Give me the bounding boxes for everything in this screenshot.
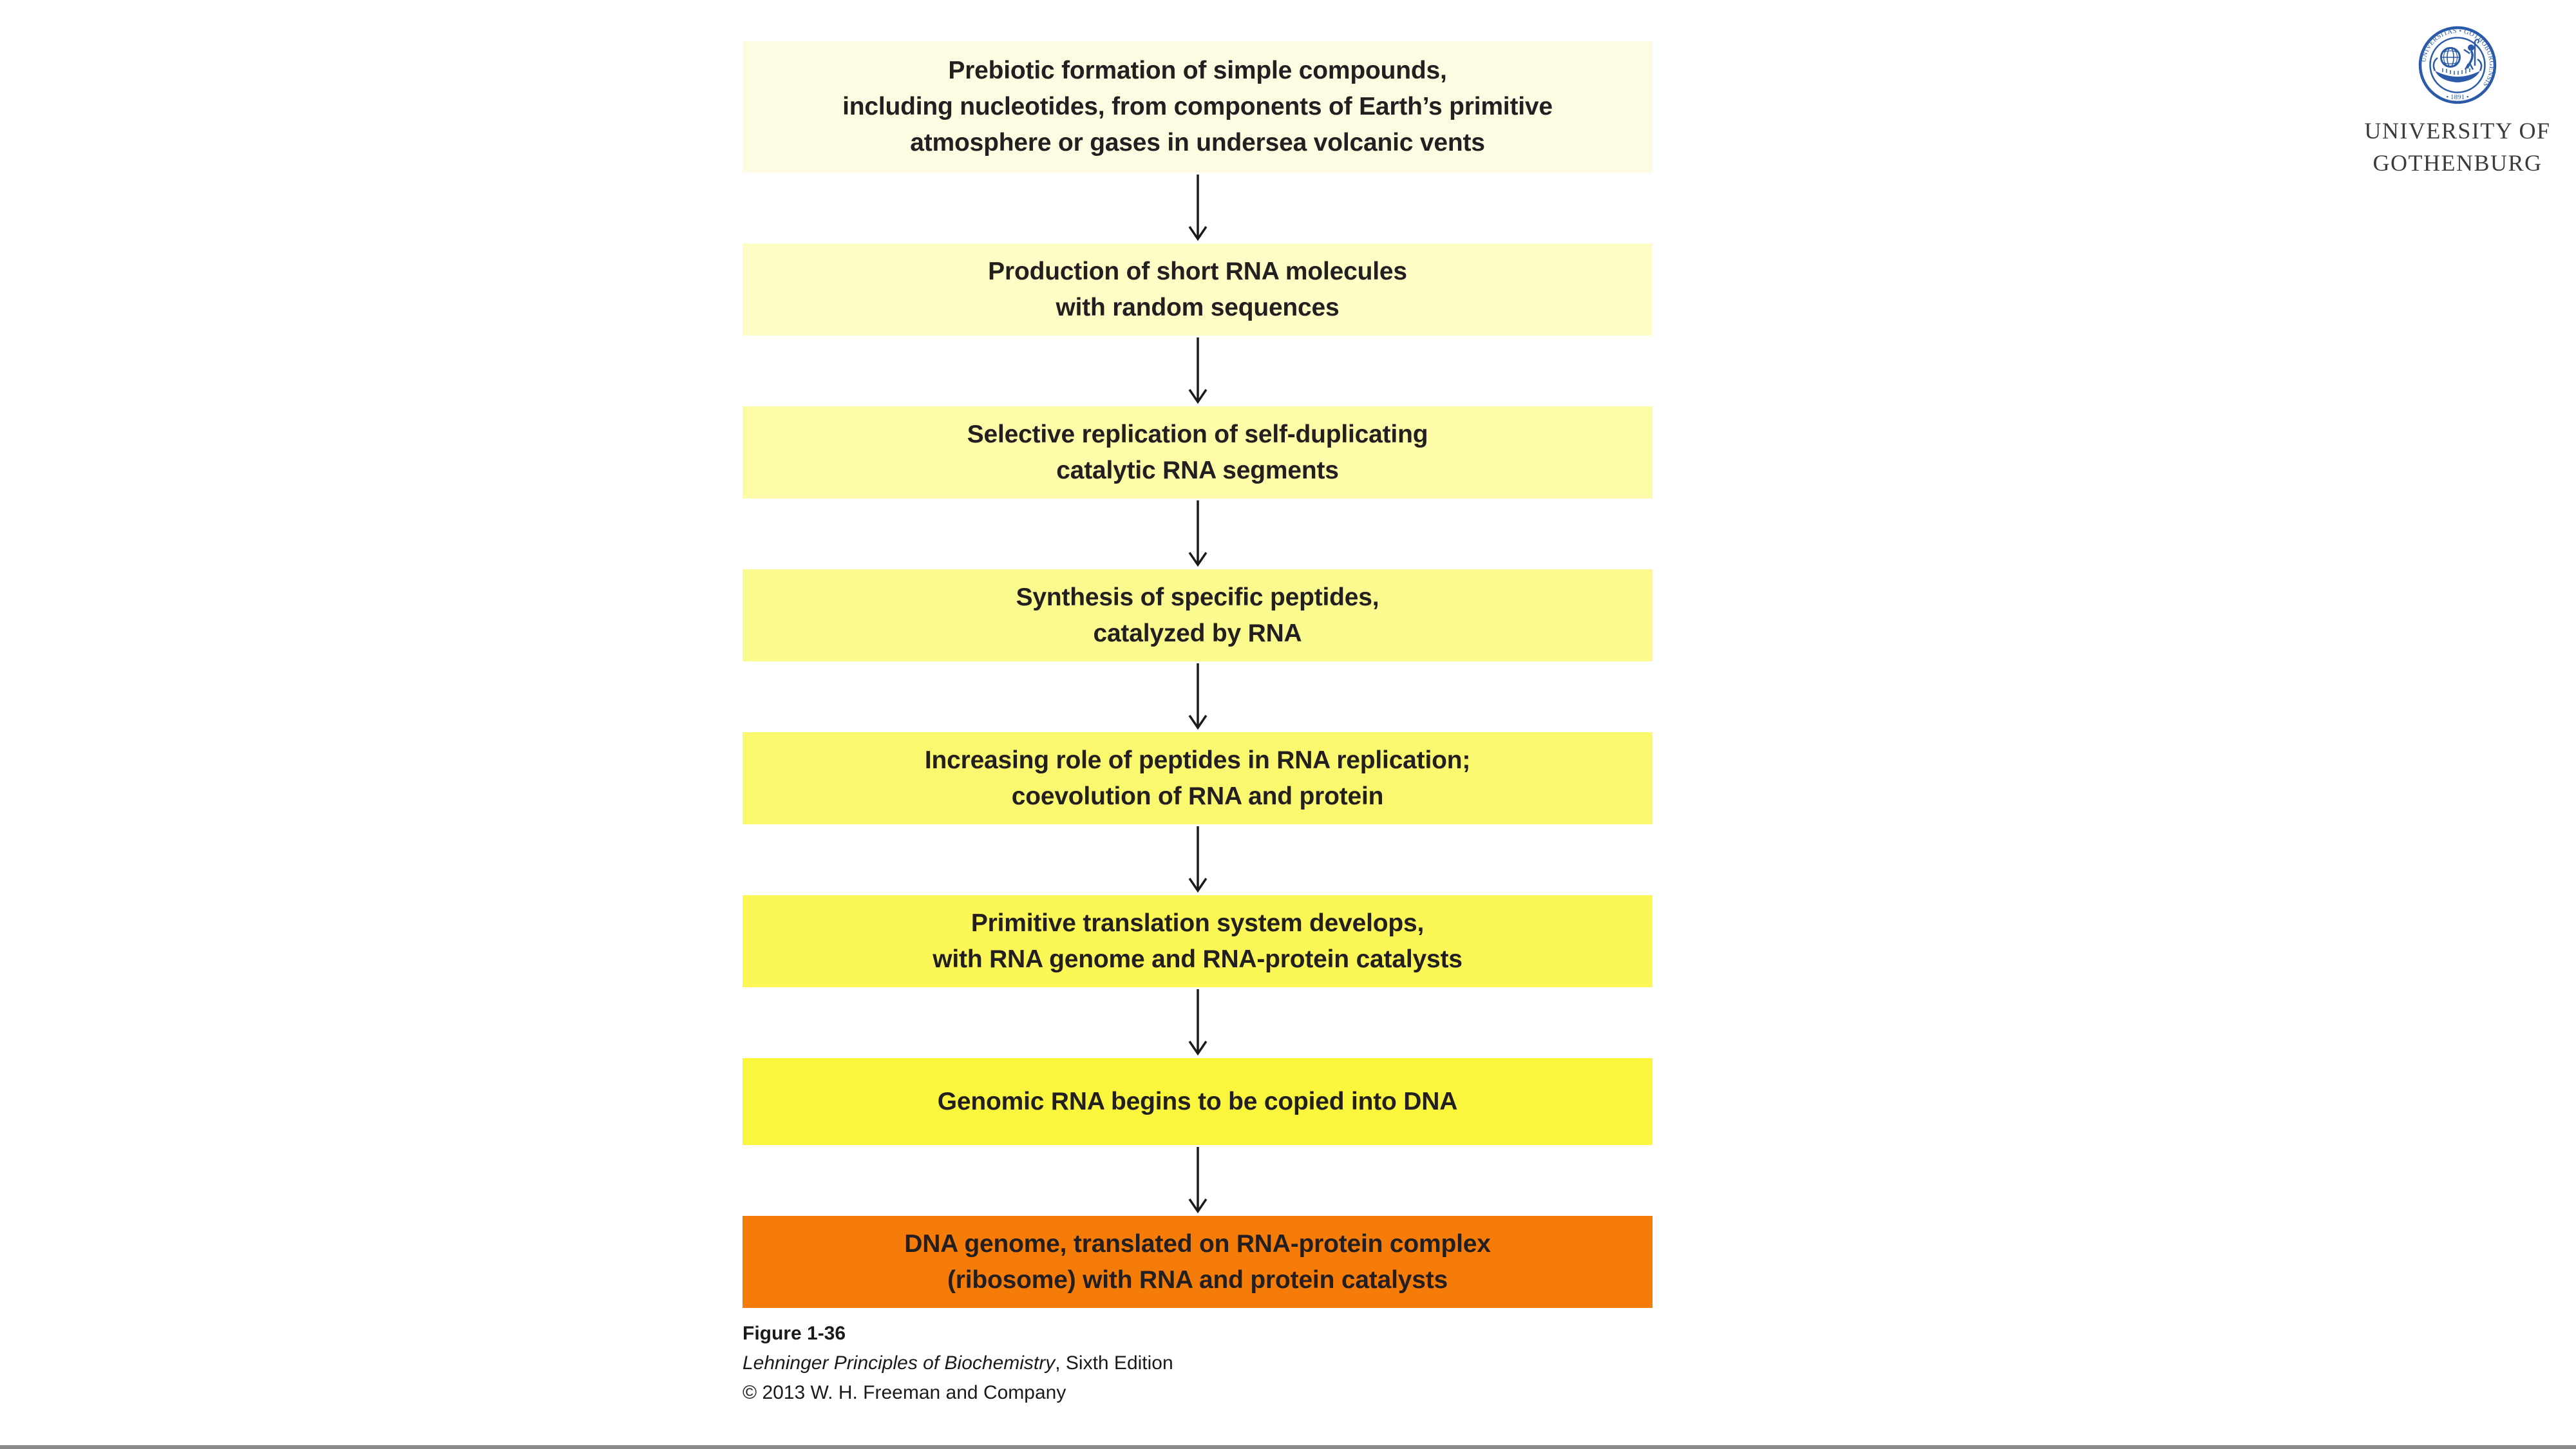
flow-step-box: DNA genome, translated on RNA-protein co… <box>743 1216 1653 1308</box>
flow-step: Prebiotic formation of simple compounds,… <box>743 41 1653 243</box>
flow-step: Selective replication of self-duplicatin… <box>743 406 1653 569</box>
flow-step-box: Synthesis of specific peptides, catalyze… <box>743 569 1653 661</box>
flow-step-label: Production of short RNA molecules with r… <box>988 257 1407 321</box>
seal-year-text: • 1891 • <box>2446 93 2468 101</box>
flow-step: Primitive translation system develops, w… <box>743 895 1653 1058</box>
flow-step-label: Increasing role of peptides in RNA repli… <box>924 746 1471 810</box>
university-name-line2: GOTHENBURG <box>2372 150 2543 176</box>
flow-step: Genomic RNA begins to be copied into DNA <box>743 1058 1653 1216</box>
flow-step-label: Selective replication of self-duplicatin… <box>967 420 1428 484</box>
flow-step: DNA genome, translated on RNA-protein co… <box>743 1216 1653 1308</box>
flow-step-label: Primitive translation system develops, w… <box>933 909 1463 973</box>
down-arrow-icon <box>1188 826 1207 893</box>
figure-caption: Figure 1-36 Lehninger Principles of Bioc… <box>743 1319 1173 1408</box>
flow-step: Synthesis of specific peptides, catalyze… <box>743 569 1653 732</box>
down-arrow-icon <box>1188 989 1207 1056</box>
university-wordmark: UNIVERSITY OF GOTHENBURG <box>2344 115 2571 179</box>
down-arrow-icon <box>1188 500 1207 567</box>
book-reference: Lehninger Principles of Biochemistry, Si… <box>743 1349 1173 1378</box>
university-name-line1: UNIVERSITY OF <box>2364 118 2551 144</box>
screen-bottom-edge <box>0 1445 2576 1449</box>
flow-step: Increasing role of peptides in RNA repli… <box>743 732 1653 895</box>
flow-step-label: Prebiotic formation of simple compounds,… <box>842 57 1553 156</box>
flow-step-label: Genomic RNA begins to be copied into DNA <box>937 1087 1458 1115</box>
copyright-line: © 2013 W. H. Freeman and Company <box>743 1382 1066 1403</box>
flow-step: Production of short RNA molecules with r… <box>743 243 1653 406</box>
figure-number: Figure 1-36 <box>743 1323 846 1344</box>
flow-step-box: Genomic RNA begins to be copied into DNA <box>743 1058 1653 1145</box>
flowchart: Prebiotic formation of simple compounds,… <box>743 41 1653 1308</box>
flow-step-box: Prebiotic formation of simple compounds,… <box>743 41 1653 173</box>
flow-step-box: Increasing role of peptides in RNA repli… <box>743 732 1653 824</box>
flow-step-box: Production of short RNA molecules with r… <box>743 243 1653 336</box>
flow-step-box: Selective replication of self-duplicatin… <box>743 406 1653 498</box>
flow-step-box: Primitive translation system develops, w… <box>743 895 1653 987</box>
down-arrow-icon <box>1188 337 1207 404</box>
down-arrow-icon <box>1188 175 1207 242</box>
flow-step-label: Synthesis of specific peptides, catalyze… <box>1016 583 1379 647</box>
book-title: Lehninger Principles of Biochemistry <box>743 1352 1056 1374</box>
down-arrow-icon <box>1188 663 1207 730</box>
university-seal-icon: UNIVERSITAS • GOTHOBURGENSIS • 1891 • <box>2418 26 2497 104</box>
university-logo: UNIVERSITAS • GOTHOBURGENSIS • 1891 • <box>2344 26 2571 179</box>
down-arrow-icon <box>1188 1147 1207 1214</box>
flow-step-label: DNA genome, translated on RNA-protein co… <box>904 1229 1491 1294</box>
book-edition: , Sixth Edition <box>1055 1352 1173 1374</box>
